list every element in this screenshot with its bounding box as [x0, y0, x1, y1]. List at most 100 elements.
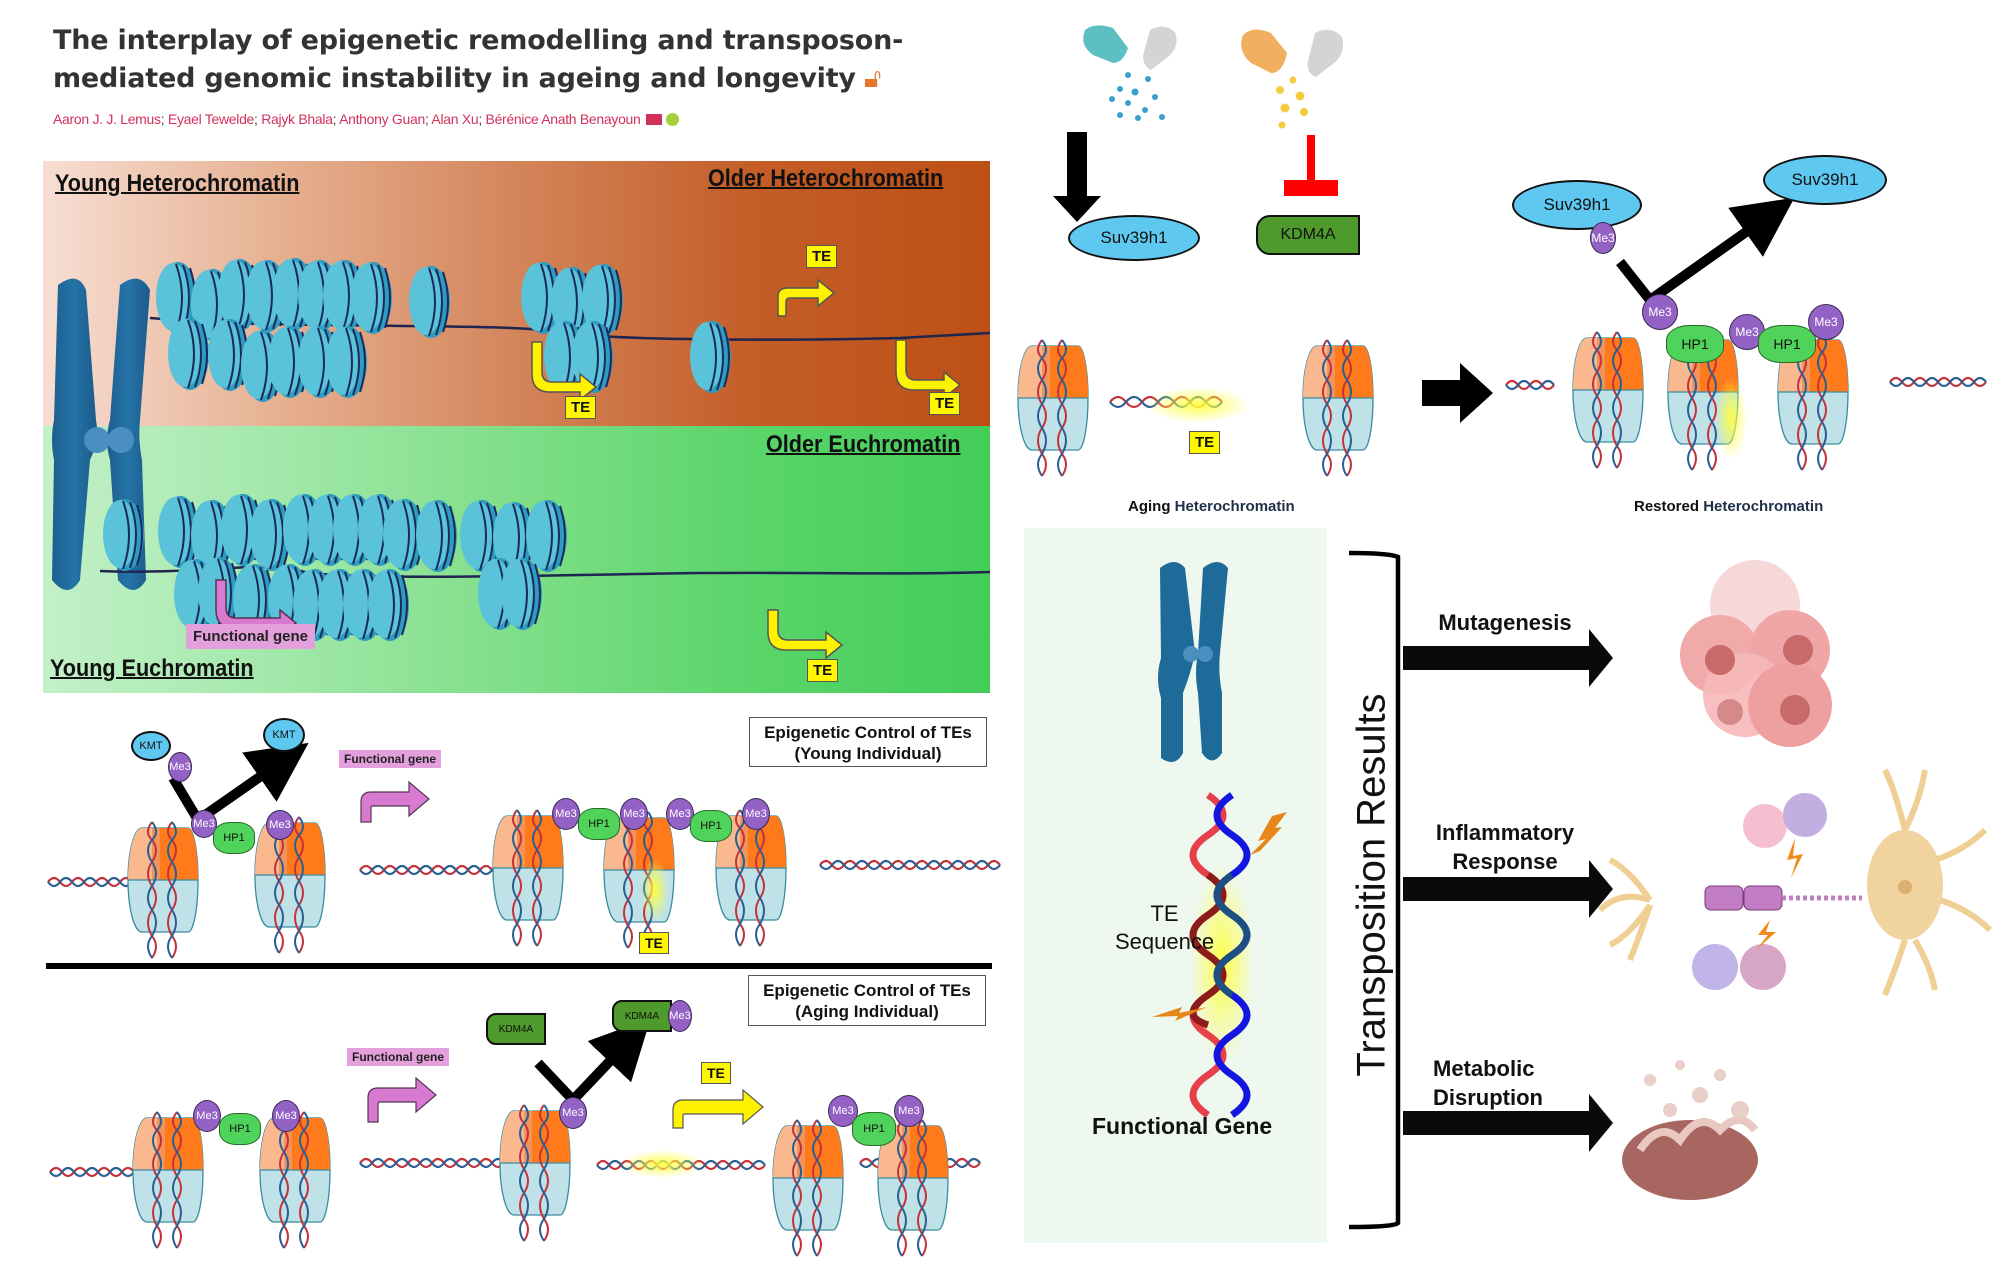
- cancer-cells-icon: [1680, 560, 1832, 747]
- outcome-label: Metabolic: [1433, 1056, 1535, 1081]
- outcome-inflammatory-response: Inflammatory Response: [1410, 818, 1600, 876]
- author-link[interactable]: Alan Xu: [431, 111, 479, 127]
- transition-arrow: [1422, 363, 1493, 423]
- label-line: TE: [1150, 901, 1179, 926]
- te-highlight: [620, 1150, 704, 1178]
- title-line: Epigenetic Control of TEs: [764, 723, 972, 742]
- caption-word: Aging: [1128, 498, 1171, 515]
- outcome-label: Mutagenesis: [1438, 610, 1572, 635]
- me3-mark: Me3: [272, 1100, 300, 1132]
- kdm4a-removal-arrow: [534, 1018, 651, 1105]
- title-line: Epigenetic Control of TEs: [763, 981, 971, 1000]
- separator: ;: [254, 111, 258, 127]
- open-access-icon[interactable]: 🔓︎: [863, 63, 882, 94]
- me3-mark: Me3: [1642, 294, 1678, 330]
- hp1-protein: HP1: [578, 808, 620, 840]
- me3-mark: Me3: [193, 1100, 221, 1132]
- label-line: Sequence: [1115, 929, 1215, 954]
- me3-mark: Me3: [168, 752, 192, 782]
- suv39h1-enzyme: Suv39h1: [1068, 215, 1200, 261]
- hp1-protein: HP1: [690, 810, 732, 842]
- aging-heterochromatin-caption: Aging Heterochromatin: [1128, 498, 1295, 515]
- outcome-arrow: [1403, 629, 1613, 1152]
- author-list: Aaron J. J. Lemus; Eyael Tewelde; Rajyk …: [53, 111, 679, 127]
- kdm4a-enzyme: KDM4A: [1256, 215, 1360, 255]
- young-euchromatin-label: Young Euchromatin: [50, 655, 254, 682]
- me3-mark: Me3: [191, 810, 217, 838]
- transposition-results-label: Transposition Results: [1349, 693, 1394, 1077]
- functional-gene-label: Functional gene: [339, 750, 442, 768]
- title-line: (Young Individual): [794, 744, 942, 763]
- me3-mark: Me3: [559, 1097, 587, 1129]
- suv39h1-release-arrow: [1616, 197, 1795, 305]
- te-highlight: [1715, 376, 1747, 460]
- damaged-mitochondrion-icon: [1622, 1060, 1759, 1200]
- functional-gene-arrow: [367, 1076, 437, 1123]
- title-line: (Aging Individual): [795, 1002, 939, 1021]
- te-arrow: [672, 1088, 764, 1129]
- author-link[interactable]: Anthony Guan: [339, 111, 425, 127]
- te-arrow: [531, 278, 962, 660]
- drug-capsule-activator-icon: [1083, 25, 1177, 121]
- young-heterochromatin-label: Young Heterochromatin: [55, 170, 300, 197]
- older-heterochromatin-label: Older Heterochromatin: [708, 165, 944, 192]
- kmt-enzyme: KMT: [263, 718, 305, 752]
- nucleosome-cluster-euchromatin: [102, 493, 568, 642]
- author-link[interactable]: Eyael Tewelde: [167, 111, 255, 127]
- title-text: The interplay of epigenetic remodelling …: [53, 25, 904, 94]
- te-highlight: [641, 858, 669, 922]
- kdm4a-enzyme: KDM4A: [612, 1000, 672, 1032]
- outcome-mutagenesis: Mutagenesis: [1425, 608, 1585, 637]
- outcome-label: Inflammatory: [1435, 820, 1575, 845]
- functional-gene-label: Functional gene: [186, 624, 316, 649]
- caption-word: Heterochromatin: [1703, 498, 1824, 515]
- me3-mark: Me3: [1590, 222, 1616, 254]
- neuron-immune-cells-icon: [1597, 768, 1993, 997]
- functional-gene-label: Functional gene: [347, 1048, 450, 1066]
- me3-mark: Me3: [266, 810, 294, 840]
- outcome-label: Response: [1452, 849, 1558, 874]
- functional-gene-arrow: [360, 780, 430, 823]
- me3-mark: Me3: [894, 1095, 924, 1127]
- section-divider: [46, 963, 992, 969]
- suv39h1-released: Suv39h1: [1763, 155, 1887, 205]
- me3-mark: Me3: [1808, 304, 1844, 340]
- activation-arrow: [1053, 132, 1101, 222]
- hp1-protein: HP1: [1758, 325, 1816, 363]
- suv39h1-bound: Suv39h1: [1512, 180, 1642, 230]
- transposition-bracket: [1348, 550, 1401, 1230]
- caption-word: Restored: [1634, 498, 1700, 515]
- te-highlight: [1146, 387, 1250, 423]
- orcid-icon[interactable]: [665, 113, 679, 126]
- te-label: TE: [701, 1062, 731, 1084]
- te-label: TE: [639, 932, 669, 954]
- hp1-protein: HP1: [213, 822, 255, 854]
- me3-mark: Me3: [742, 798, 770, 830]
- author-link[interactable]: Aaron J. J. Lemus: [53, 111, 161, 127]
- author-link[interactable]: Rajyk Bhala: [261, 111, 333, 127]
- te-label: TE: [806, 245, 838, 268]
- me3-mark: Me3: [552, 798, 580, 830]
- author-link[interactable]: Bérénice Anath Benayoun: [485, 111, 641, 127]
- kmt-enzyme: KMT: [131, 731, 171, 761]
- drug-capsule-inhibitor-icon: [1241, 29, 1343, 129]
- functional-gene-caption: Functional Gene: [1092, 1113, 1273, 1139]
- aging-control-title: Epigenetic Control of TEs (Aging Individ…: [748, 975, 986, 1026]
- separator: ;: [160, 111, 165, 127]
- hp1-protein: HP1: [219, 1113, 261, 1145]
- te-label: TE: [929, 392, 961, 415]
- nucleosome-cluster-heterochromatin: [155, 257, 732, 403]
- paper-title: The interplay of epigenetic remodelling …: [53, 22, 1013, 98]
- me3-mark: Me3: [668, 1000, 692, 1032]
- te-label: TE: [1189, 431, 1221, 454]
- hp1-protein: HP1: [852, 1112, 896, 1146]
- te-label: TE: [807, 659, 839, 682]
- separator: ;: [478, 111, 482, 127]
- envelope-icon[interactable]: [645, 114, 662, 125]
- young-control-title: Epigenetic Control of TEs (Young Individ…: [749, 717, 987, 767]
- kdm4a-enzyme: KDM4A: [486, 1013, 546, 1045]
- hp1-protein: HP1: [1666, 325, 1724, 363]
- restored-heterochromatin-caption: Restored Heterochromatin: [1634, 498, 1823, 515]
- caption-word: Heterochromatin: [1174, 498, 1295, 515]
- separator: ;: [424, 111, 429, 127]
